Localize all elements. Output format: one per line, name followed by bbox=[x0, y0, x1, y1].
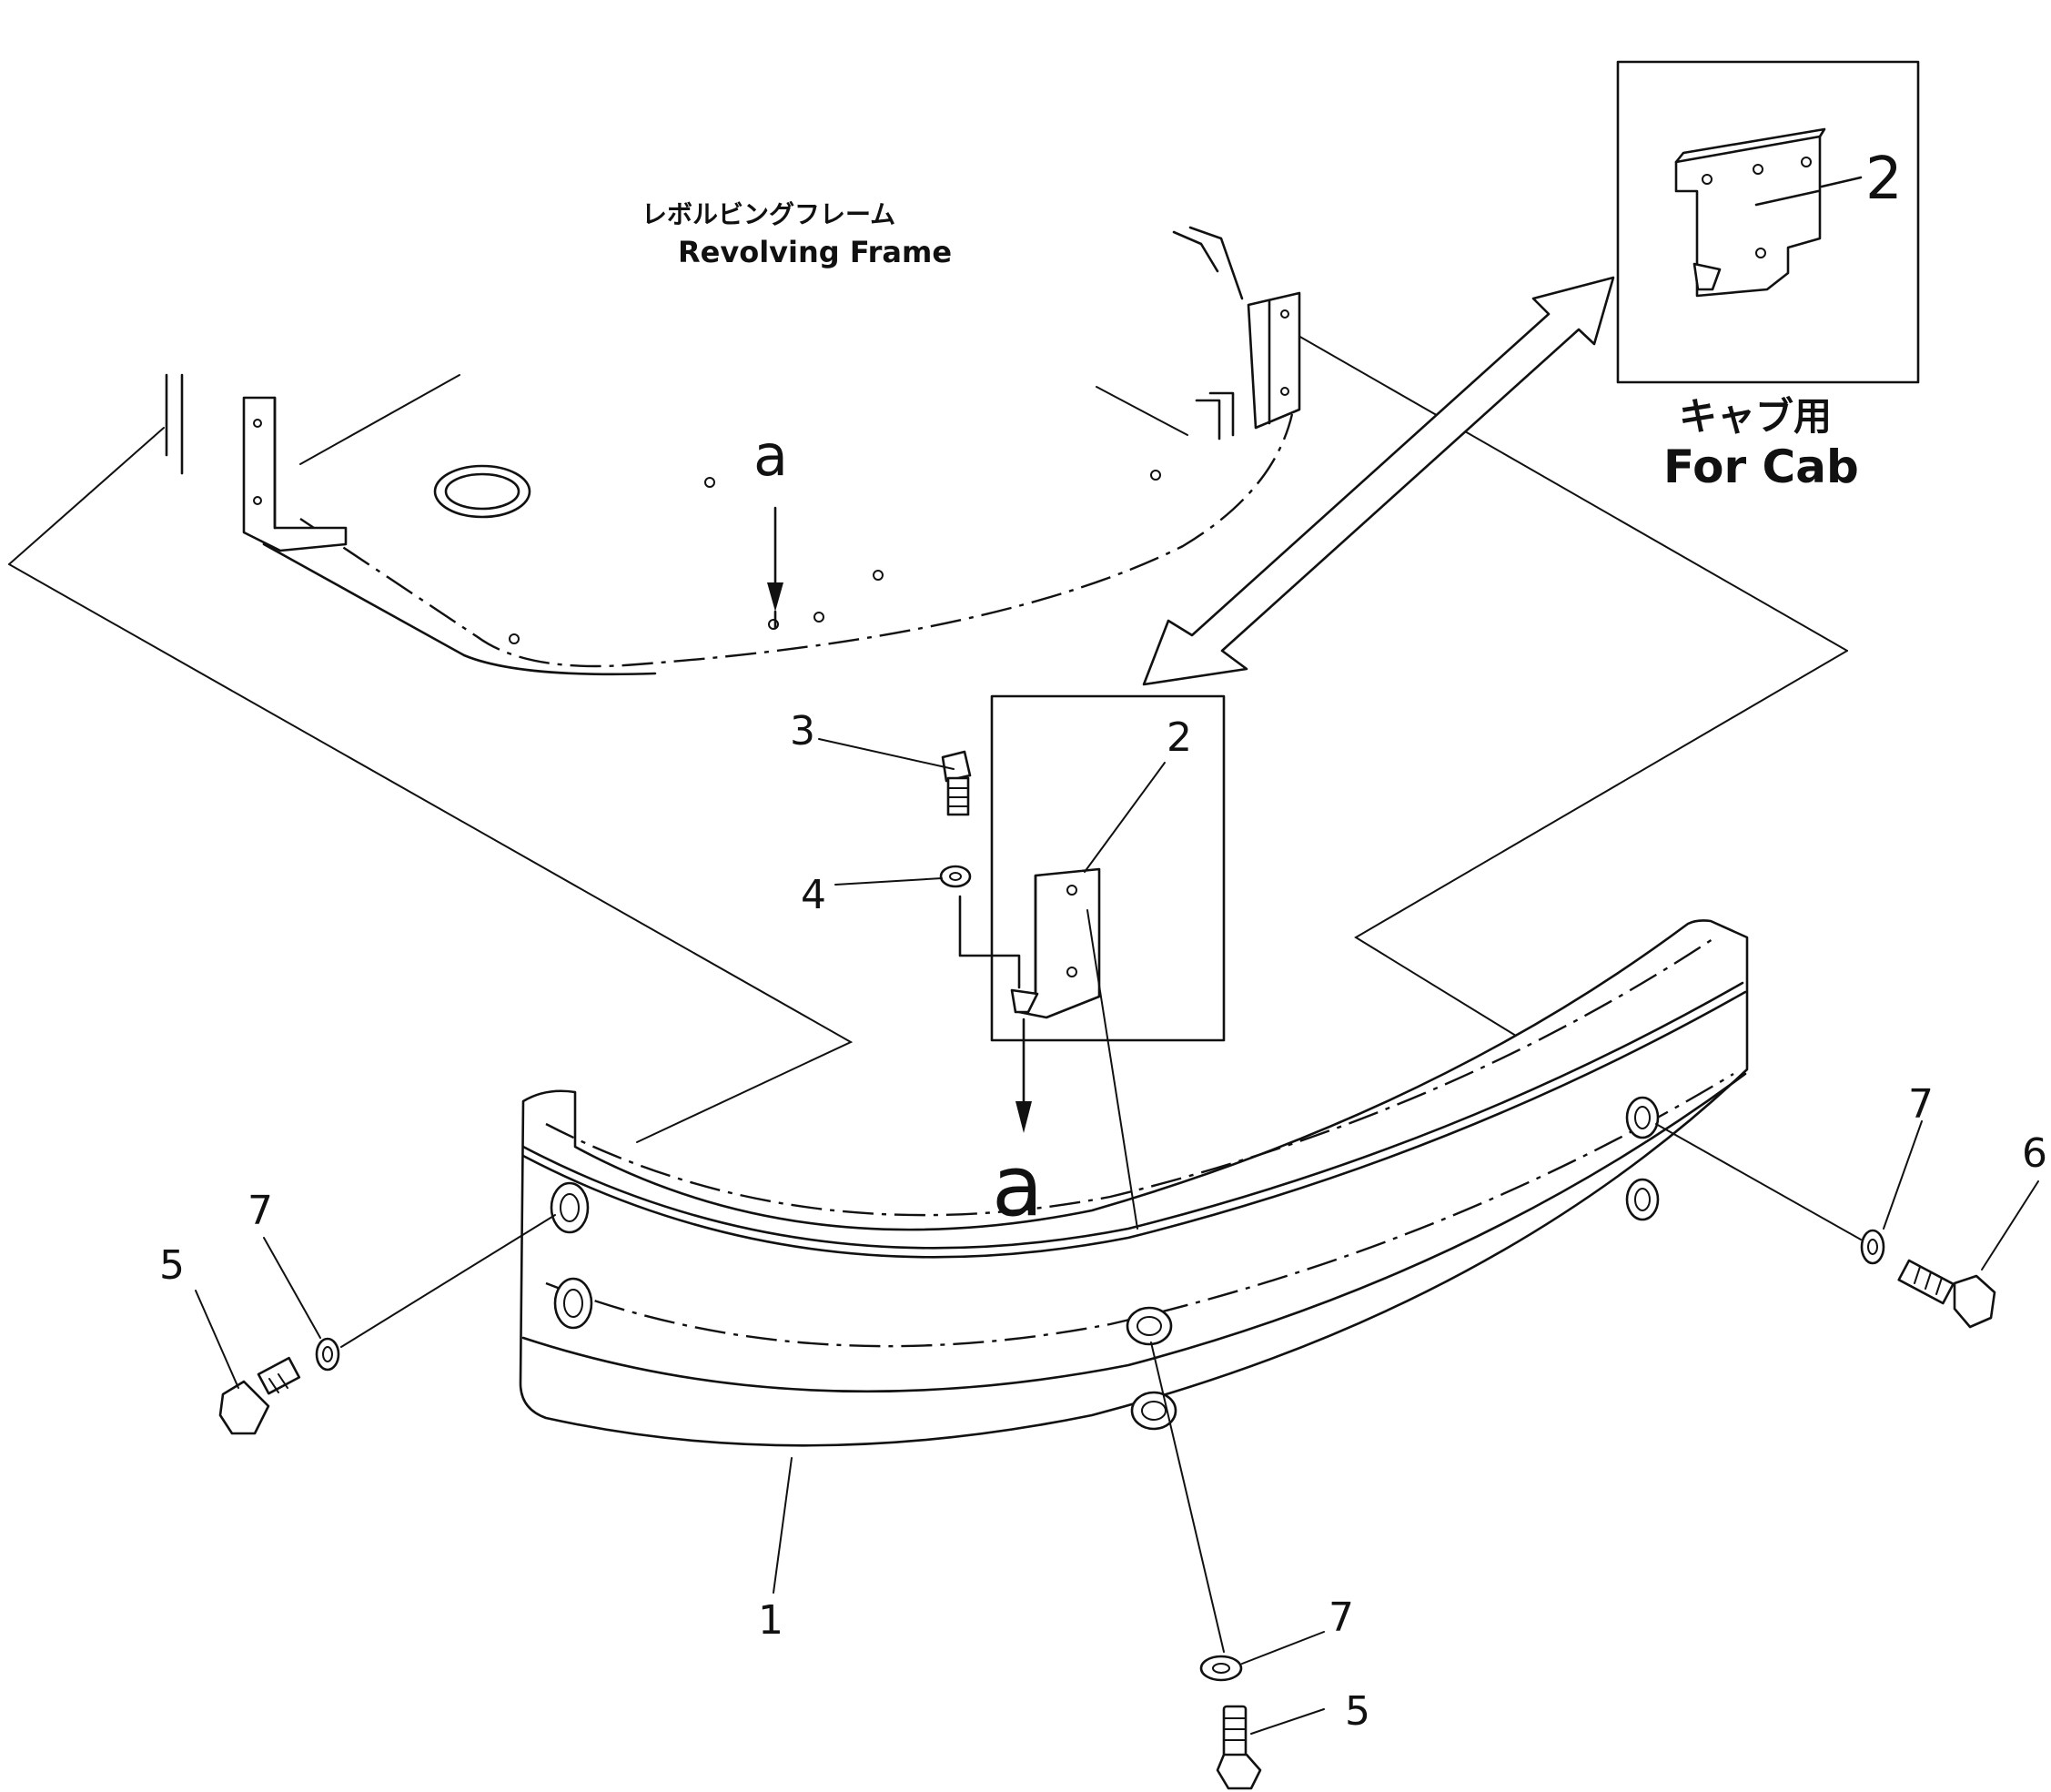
callout-2-inset: 2 bbox=[1865, 146, 1903, 213]
revolving-frame bbox=[165, 226, 1301, 676]
callout-1: 1 bbox=[758, 1597, 783, 1644]
double-arrow bbox=[1142, 276, 1615, 686]
callout-3: 3 bbox=[790, 708, 815, 754]
bolt-5-left bbox=[218, 1356, 301, 1435]
inset-label-jp: キャブ用 bbox=[1679, 394, 1832, 439]
view-marker-lower: a bbox=[992, 1138, 1043, 1235]
callout-5-bottom: 5 bbox=[1345, 1688, 1370, 1735]
inset-label-en: For Cab bbox=[1663, 440, 1859, 493]
washer-7-left bbox=[315, 1337, 340, 1372]
inset-box-for-cab bbox=[1616, 60, 1920, 384]
bolt-6-right bbox=[1897, 1259, 1996, 1329]
callout-6: 6 bbox=[2022, 1130, 2047, 1177]
washer-7-bottom bbox=[1199, 1655, 1243, 1682]
frame-plane-outline bbox=[8, 331, 1848, 1143]
frame-label-jp: レボルビングフレーム bbox=[642, 199, 895, 229]
callout-2: 2 bbox=[1167, 714, 1192, 761]
view-marker-upper: a bbox=[753, 422, 788, 489]
callout-7-right: 7 bbox=[1908, 1081, 1934, 1128]
bolt-5-bottom bbox=[1216, 1705, 1262, 1790]
washer-7-right bbox=[1860, 1229, 1885, 1265]
callout-5-left: 5 bbox=[159, 1242, 185, 1289]
bumper-guard bbox=[519, 919, 1749, 1447]
callout-7-bottom: 7 bbox=[1329, 1595, 1354, 1641]
frame-label-en: Revolving Frame bbox=[678, 235, 952, 269]
detail-box bbox=[939, 694, 1226, 1133]
view-arrow-upper bbox=[767, 506, 783, 630]
callout-7-left: 7 bbox=[248, 1188, 273, 1234]
callout-4: 4 bbox=[801, 872, 826, 918]
